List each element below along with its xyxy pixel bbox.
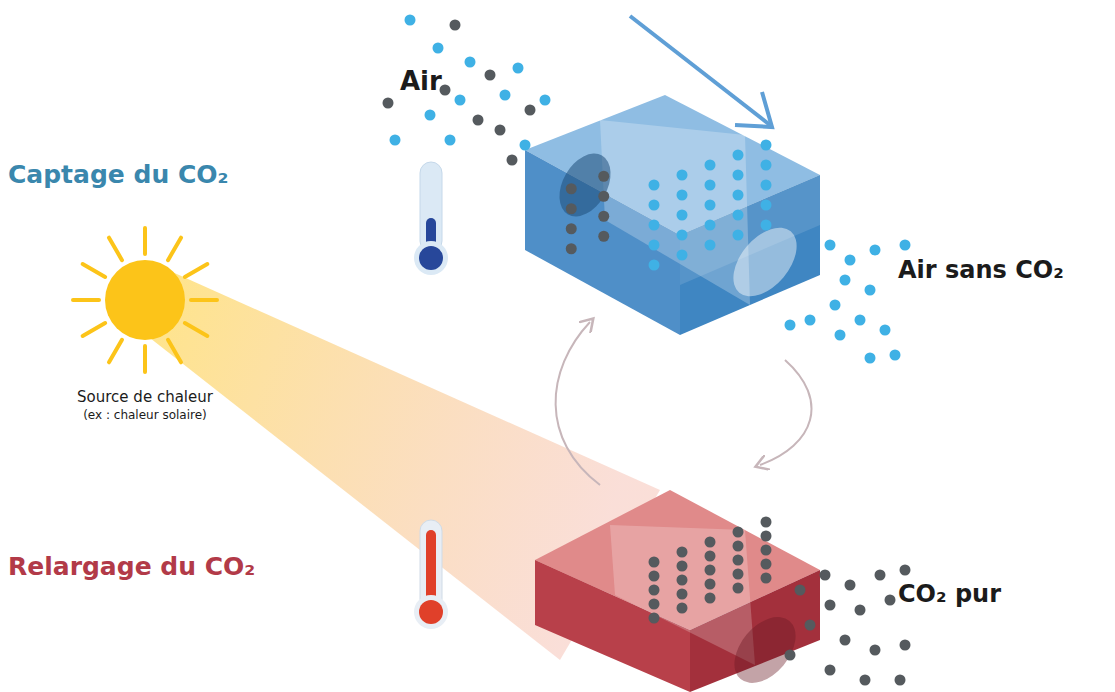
flow-label: Air sans CO₂: [898, 256, 1064, 284]
release-module: [535, 490, 820, 692]
airflow-arrow: [630, 16, 770, 125]
cold-thermometer: [414, 162, 448, 275]
cycle-arrow: [556, 322, 600, 485]
flow-label: Air: [400, 66, 442, 96]
capture-module: [525, 95, 820, 335]
molecule-dots: [383, 15, 911, 686]
hot-thermometer: [414, 520, 448, 629]
step-title: Captage du CO₂: [8, 160, 228, 189]
cycle-arrow: [760, 360, 811, 465]
sun-icon: [73, 228, 217, 372]
step-title: Relargage du CO₂: [8, 552, 255, 581]
source-note: (ex : chaleur solaire): [83, 408, 207, 422]
airflow-arrow: [735, 92, 772, 127]
source-label: Source de chaleur: [77, 388, 213, 406]
flow-label: CO₂ pur: [898, 580, 1001, 608]
